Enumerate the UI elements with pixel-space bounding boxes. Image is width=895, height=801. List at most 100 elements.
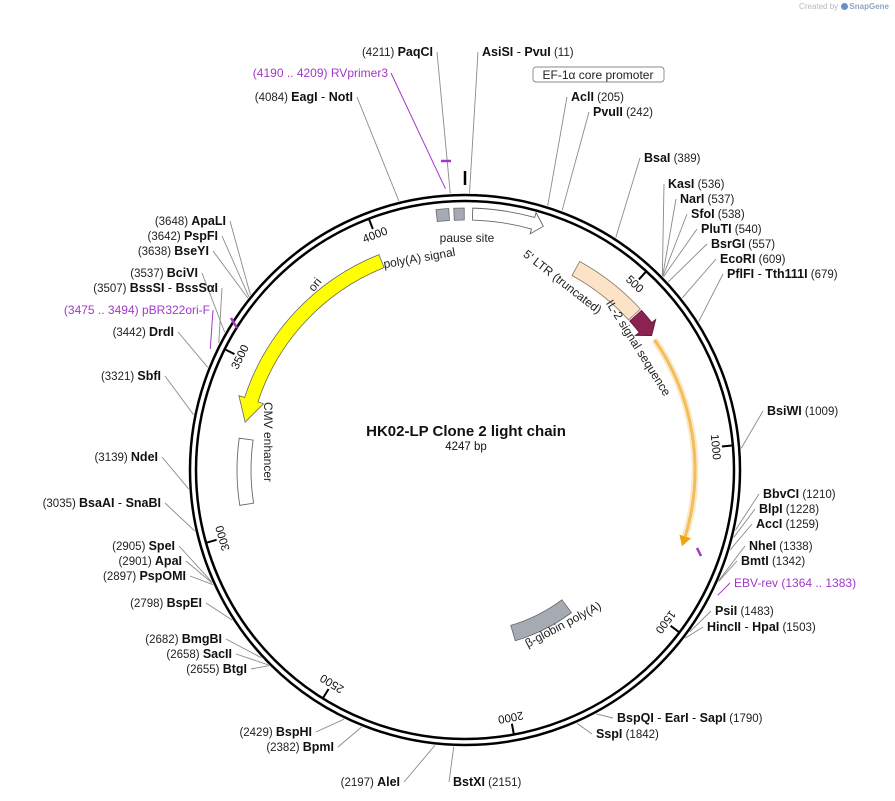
bglobin-feature bbox=[510, 599, 573, 642]
tick-mark bbox=[368, 219, 374, 230]
restriction-site[interactable]: BbvCI (1210) bbox=[763, 487, 836, 501]
site-text: BlpI (1228) bbox=[759, 502, 819, 516]
restriction-site[interactable]: AsiSI - PvuI (11) bbox=[482, 45, 574, 59]
site-text: SspI (1842) bbox=[596, 727, 659, 741]
orf-halo bbox=[651, 337, 699, 538]
site-text: AccI (1259) bbox=[756, 517, 819, 531]
primer-mark-ebv-rev bbox=[695, 547, 703, 557]
restriction-site[interactable]: PvuII (242) bbox=[593, 105, 653, 119]
restriction-site[interactable]: (3537) BciVI bbox=[130, 266, 198, 280]
restriction-site[interactable]: (2682) BmgBI bbox=[145, 632, 222, 646]
restriction-site[interactable]: KasI (536) bbox=[668, 177, 725, 191]
restriction-site[interactable]: (2798) BspEI bbox=[130, 596, 202, 610]
restriction-site[interactable]: (3638) BseYI bbox=[138, 244, 209, 258]
site-text: HincII - HpaI (1503) bbox=[707, 620, 816, 634]
ltr-feature bbox=[571, 260, 641, 321]
restriction-site[interactable]: (3035) BsaAI - SnaBI bbox=[43, 496, 161, 510]
site-text: KasI (536) bbox=[668, 177, 725, 191]
site-text: (3507) BssSI - BssSαI bbox=[93, 281, 218, 295]
restriction-site[interactable]: (3642) PspFI bbox=[148, 229, 218, 243]
restriction-site[interactable]: BsaI (389) bbox=[644, 151, 701, 165]
site-text: (3648) ApaLI bbox=[155, 214, 226, 228]
site-text: SfoI (538) bbox=[691, 207, 745, 221]
restriction-site[interactable]: (4084) EagI - NotI bbox=[255, 90, 353, 104]
cmv-feature bbox=[236, 437, 255, 506]
site-text: NheI (1338) bbox=[749, 539, 813, 553]
restriction-site[interactable]: BsrGI (557) bbox=[711, 237, 775, 251]
credit-brand: SnapGene bbox=[849, 2, 889, 11]
site-text: BstXI (2151) bbox=[453, 775, 522, 789]
restriction-site[interactable]: BstXI (2151) bbox=[453, 775, 522, 789]
restriction-site[interactable]: BsiWI (1009) bbox=[767, 404, 838, 418]
site-text: (3035) BsaAI - SnaBI bbox=[43, 496, 161, 510]
restriction-site[interactable]: (3648) ApaLI bbox=[155, 214, 226, 228]
site-text: BsaI (389) bbox=[644, 151, 701, 165]
restriction-site[interactable]: (3139) NdeI bbox=[94, 450, 158, 464]
site-text: PvuII (242) bbox=[593, 105, 653, 119]
site-text: (2197) AleI bbox=[341, 775, 400, 789]
restriction-site[interactable]: (2658) SacII bbox=[166, 647, 232, 661]
restriction-site[interactable]: (2382) BpmI bbox=[266, 740, 334, 754]
restriction-site[interactable]: (2897) PspOMI bbox=[103, 569, 186, 583]
site-text: AclI (205) bbox=[571, 90, 624, 104]
restriction-site[interactable]: (2901) ApaI bbox=[118, 554, 182, 568]
restriction-site[interactable]: BmtI (1342) bbox=[741, 554, 805, 568]
restriction-site[interactable]: NheI (1338) bbox=[749, 539, 813, 553]
site-text: AsiSI - PvuI (11) bbox=[482, 45, 574, 59]
restriction-site[interactable]: (2197) AleI bbox=[341, 775, 400, 789]
restriction-site[interactable]: (4211) PaqCI bbox=[362, 45, 433, 59]
il2-feature bbox=[629, 309, 657, 337]
plasmid-length: 4247 bp bbox=[445, 441, 487, 453]
ef1a-label-box bbox=[532, 66, 665, 83]
primer-text: EBV-rev (1364 .. 1383) bbox=[734, 576, 856, 590]
site-text: (2382) BpmI bbox=[266, 740, 334, 754]
pause-site-feature bbox=[453, 207, 465, 221]
site-text: (4211) PaqCI bbox=[362, 45, 433, 59]
leader-lines bbox=[161, 51, 764, 783]
restriction-site[interactable]: (2429) BspHI bbox=[239, 725, 312, 739]
restriction-site[interactable]: HincII - HpaI (1503) bbox=[707, 620, 816, 634]
site-text: (3139) NdeI bbox=[94, 450, 158, 464]
primer-label[interactable]: EBV-rev (1364 .. 1383) bbox=[734, 576, 856, 590]
polya-signal-feature bbox=[435, 208, 450, 222]
primer-mark-pbr322ori bbox=[229, 317, 239, 329]
site-text: (3442) DrdI bbox=[113, 325, 174, 339]
restriction-site[interactable]: SspI (1842) bbox=[596, 727, 659, 741]
restriction-site[interactable]: BspQI - EarI - SapI (1790) bbox=[617, 711, 763, 725]
site-text: BbvCI (1210) bbox=[763, 487, 836, 501]
restriction-site[interactable]: (2905) SpeI bbox=[112, 539, 175, 553]
tick-mark bbox=[225, 348, 235, 356]
primer-label[interactable]: (3475 .. 3494) pBR322ori-F bbox=[64, 303, 210, 317]
tick-label: 2000 bbox=[497, 709, 524, 725]
primer-text: (4190 .. 4209) RVprimer3 bbox=[253, 66, 389, 80]
restriction-site[interactable]: (2655) BtgI bbox=[186, 662, 247, 676]
site-text: PsiI (1483) bbox=[715, 604, 774, 618]
tick-mark bbox=[638, 271, 647, 281]
backbone-outer bbox=[188, 193, 742, 747]
site-text: (2901) ApaI bbox=[118, 554, 182, 568]
plasmid-name: HK02-LP Clone 2 light chain bbox=[366, 423, 566, 440]
restriction-site[interactable]: PflFI - Tth111I (679) bbox=[727, 267, 838, 281]
restriction-site[interactable]: SfoI (538) bbox=[691, 207, 745, 221]
site-text: (2429) BspHI bbox=[239, 725, 312, 739]
tick-mark bbox=[206, 538, 217, 544]
restriction-site[interactable]: (3321) SbfI bbox=[101, 369, 161, 383]
restriction-site[interactable]: NarI (537) bbox=[680, 192, 735, 206]
site-text: (2897) PspOMI bbox=[103, 569, 186, 583]
site-text: (3321) SbfI bbox=[101, 369, 161, 383]
orf-arrowhead bbox=[679, 534, 691, 547]
snapgene-credit: Created by SnapGene bbox=[799, 2, 889, 11]
ori-feature bbox=[238, 254, 385, 423]
site-text: (3642) PspFI bbox=[148, 229, 218, 243]
site-text: (3537) BciVI bbox=[130, 266, 198, 280]
restriction-site[interactable]: EcoRI (609) bbox=[720, 252, 786, 266]
primer-label[interactable]: (4190 .. 4209) RVprimer3 bbox=[253, 66, 389, 80]
restriction-site[interactable]: (3507) BssSI - BssSαI bbox=[93, 281, 218, 295]
restriction-site[interactable]: PluTI (540) bbox=[701, 222, 762, 236]
restriction-site[interactable]: AccI (1259) bbox=[756, 517, 819, 531]
restriction-site[interactable]: PsiI (1483) bbox=[715, 604, 774, 618]
restriction-site[interactable]: BlpI (1228) bbox=[759, 502, 819, 516]
restriction-site[interactable]: AclI (205) bbox=[571, 90, 624, 104]
restriction-site[interactable]: (3442) DrdI bbox=[113, 325, 174, 339]
